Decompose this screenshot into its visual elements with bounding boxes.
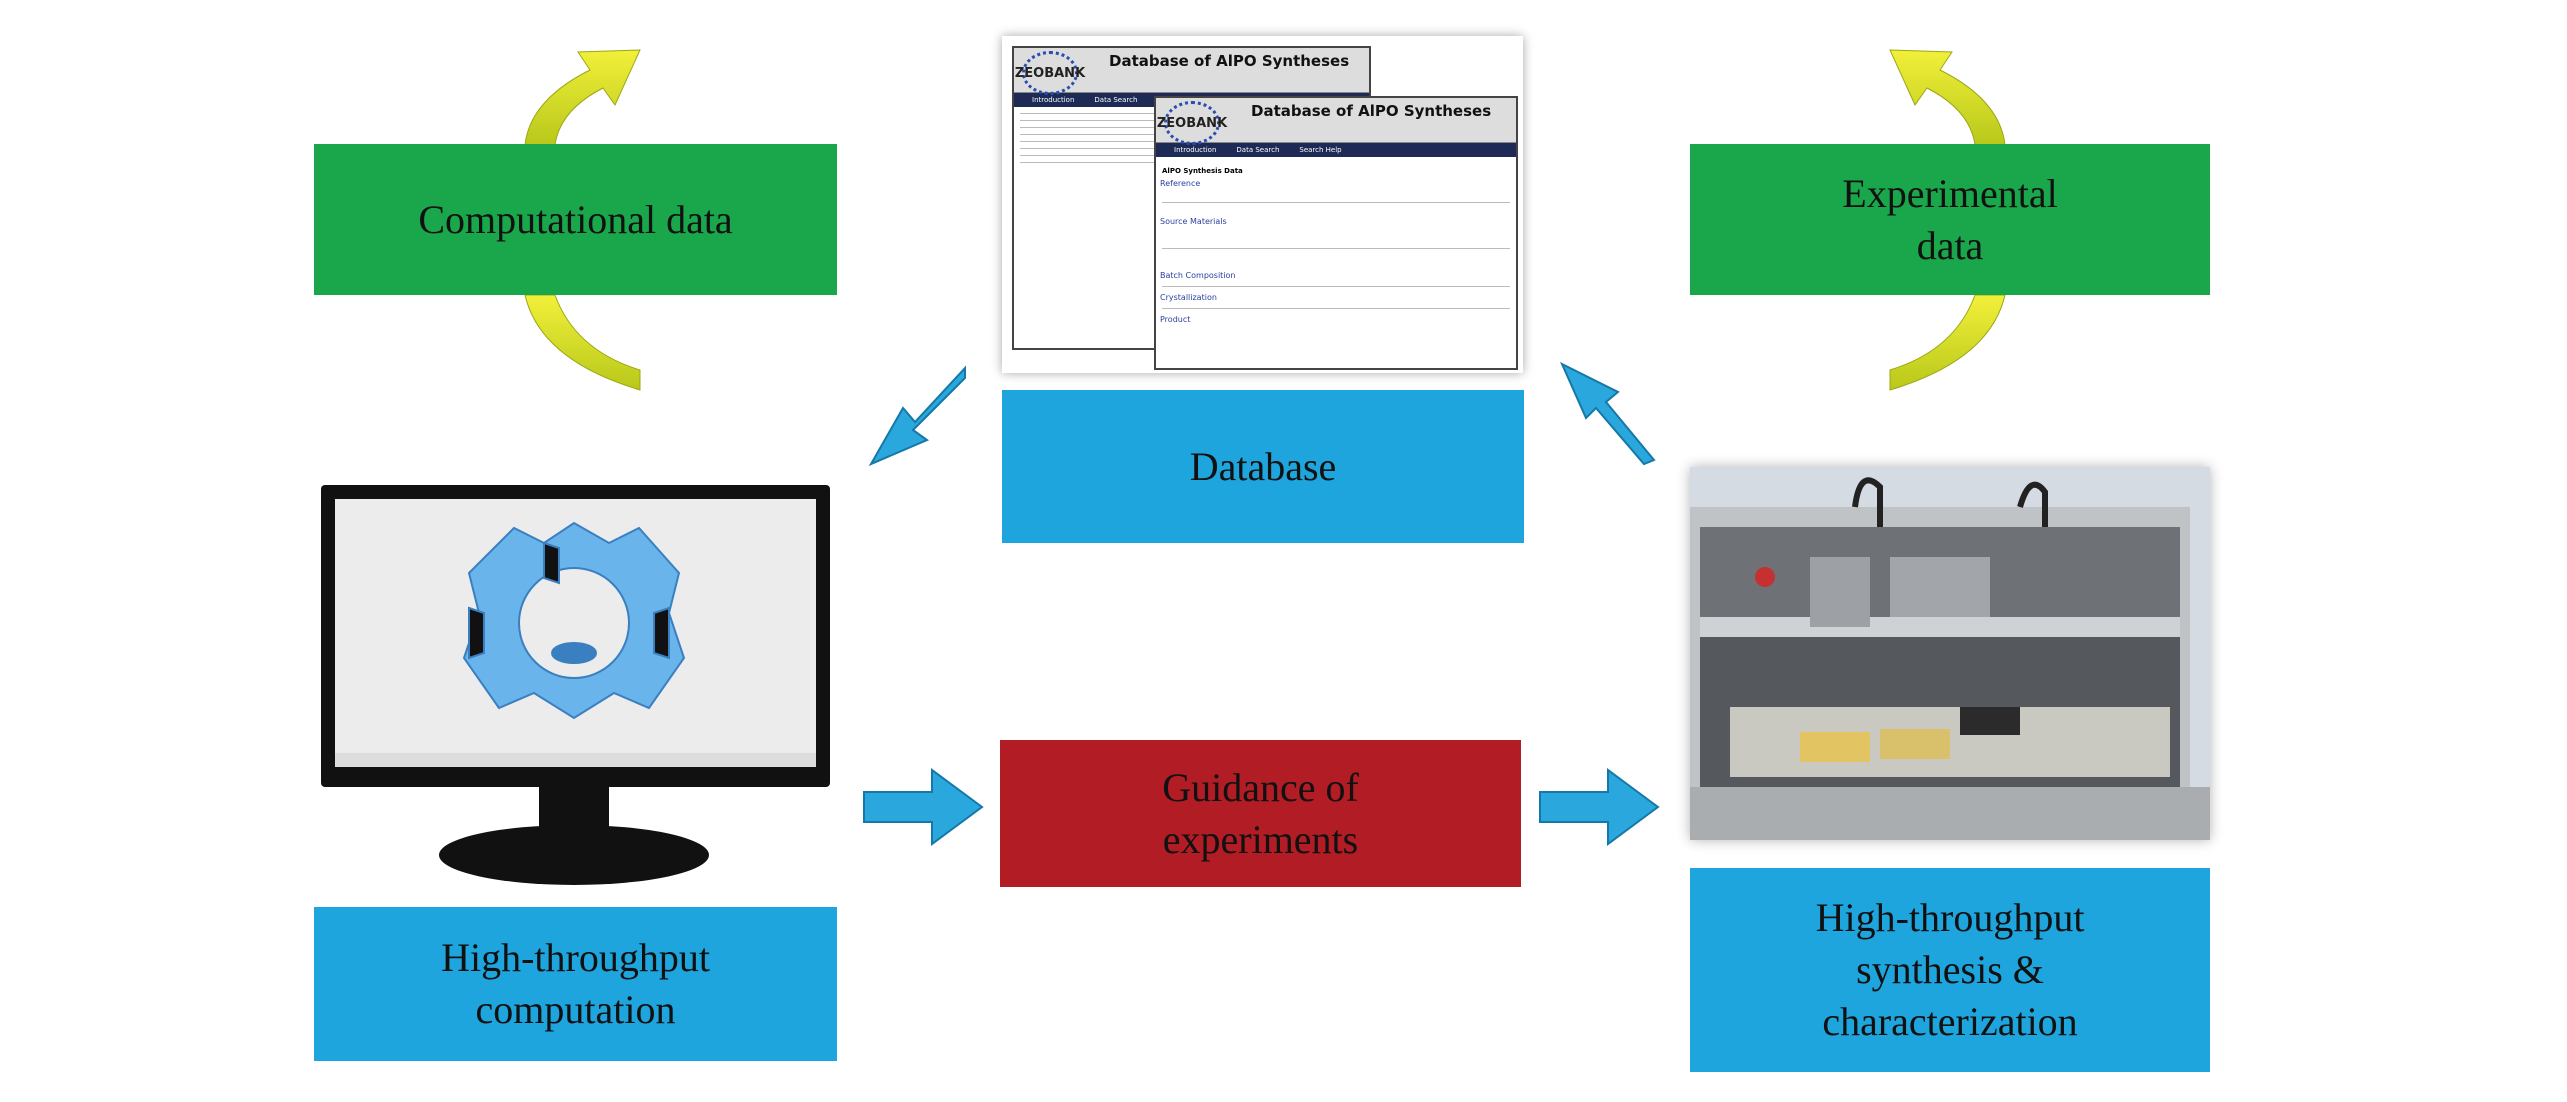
guidance-of-experiments-box: Guidance of experiments [1000,740,1521,887]
arrow-right-icon [1539,768,1660,846]
zeobank-logo: ZEOBANK [1015,51,1085,95]
computational-data-box: Computational data [314,144,837,295]
nav-introduction: Introduction [1174,146,1217,154]
curved-arrow-up-icon [1889,49,2006,146]
experimental-data-label-2: data [1916,222,1984,268]
ht-synthesis-label-3: characterization [1822,999,2078,1044]
nav-search-help: Search Help [1299,146,1342,154]
curved-arrow-down-icon [1889,294,2006,391]
section-source-materials: Source Materials [1160,217,1227,226]
cycle-arrows-experimental [1889,49,2006,391]
ht-computation-label-1: High-throughput [441,935,710,980]
database-box: Database [1002,390,1524,543]
ht-synthesis-label-2: synthesis & [1856,947,2044,992]
zeobank-logo: ZEOBANK [1157,101,1227,145]
database-title: Database of AlPO Syntheses [1109,52,1350,70]
experimental-data-label-1: Experimental [1842,170,2058,216]
database-screenshot: ZEOBANK Database of AlPO Syntheses Introd… [1002,36,1523,373]
arrow-right-icon [863,768,984,846]
nav-data-search: Data Search [1236,146,1280,154]
arrow-down-left-icon [868,365,966,467]
ht-synthesis-label-1: High-throughput [1815,895,2085,940]
database-title: Database of AlPO Syntheses [1251,102,1492,120]
database-window-front: ZEOBANK Database of AlPO Syntheses Introd… [1154,96,1518,370]
database-label: Database [1189,443,1337,489]
ht-computation-label-2: computation [475,987,676,1032]
experimental-data-box: Experimental data [1690,144,2210,295]
high-throughput-computation-box: High-throughput computation [314,907,837,1061]
monitor-with-zeolite-illustration [321,485,830,885]
section-crystallization: Crystallization [1160,293,1217,302]
arrow-up-left-icon [1559,361,1656,466]
nav-introduction: Introduction [1032,96,1075,104]
high-throughput-synthesis-box: High-throughput synthesis & characteriza… [1690,868,2210,1072]
section-batch-composition: Batch Composition [1160,271,1236,280]
guidance-label-1: Guidance of [1162,764,1359,810]
nav-data-search: Data Search [1094,96,1138,104]
cycle-arrows-computational [524,49,641,391]
panel-title: AlPO Synthesis Data [1162,167,1243,175]
section-reference: Reference [1160,179,1201,188]
curved-arrow-down-icon [524,294,641,391]
guidance-label-2: experiments [1162,816,1359,862]
zeolite-framework-icon [462,521,686,720]
high-throughput-robot-photo [1690,467,2210,840]
computational-data-label: Computational data [418,196,733,242]
curved-arrow-up-icon [524,49,641,146]
section-product: Product [1160,315,1191,324]
